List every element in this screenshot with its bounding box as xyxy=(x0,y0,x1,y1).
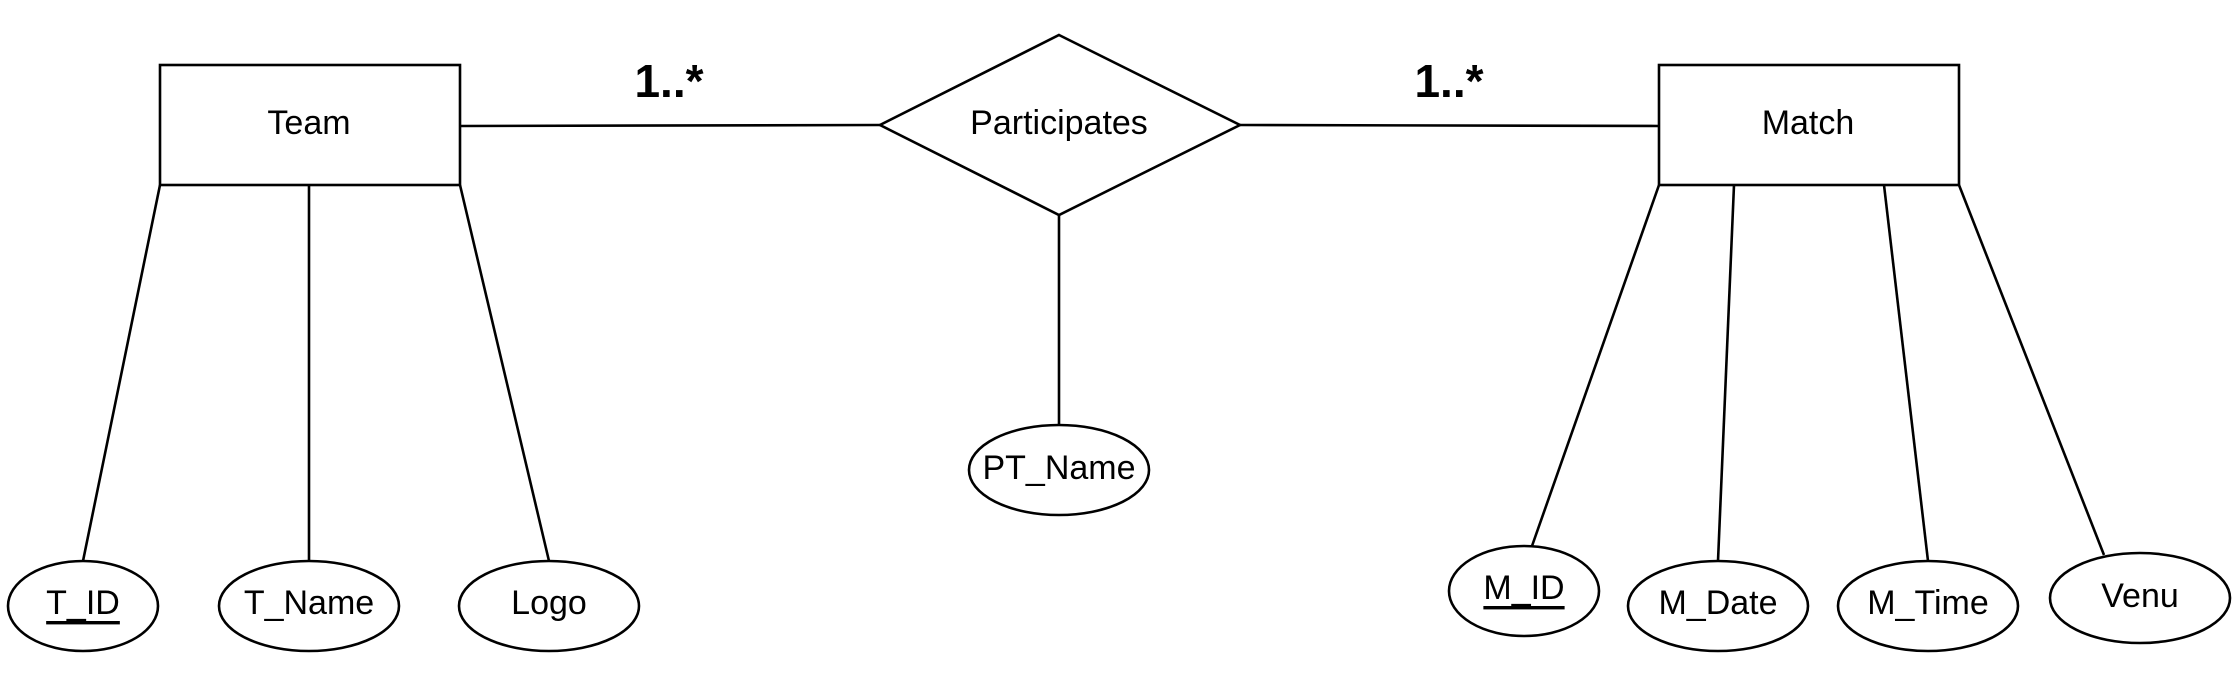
attribute-t-name-label: T_Name xyxy=(244,584,374,622)
line-participates-match xyxy=(1239,123,1660,128)
entity-match-box xyxy=(1657,63,1961,187)
line-match-m-time xyxy=(1882,184,1930,562)
line-match-venu xyxy=(1957,184,2106,556)
relationship-participates[interactable]: Participates xyxy=(877,33,1243,217)
attribute-t-name[interactable]: T_Name xyxy=(217,559,401,653)
attribute-m-date-label: M_Date xyxy=(1658,584,1777,622)
attribute-venu-ellipse xyxy=(2048,551,2232,645)
line-team-participates xyxy=(459,123,881,128)
attribute-t-id[interactable]: T_ID xyxy=(6,559,160,653)
attribute-t-name-ellipse xyxy=(217,559,401,653)
relationship-diamond xyxy=(877,33,1243,217)
attribute-logo-ellipse xyxy=(457,559,641,653)
attribute-t-id-ellipse xyxy=(6,559,160,653)
connectors xyxy=(81,123,2106,562)
entity-team-box xyxy=(158,63,462,187)
attribute-m-id-label: M_ID xyxy=(1483,569,1564,607)
relationship-label: Participates xyxy=(970,104,1148,142)
attribute-m-id-ellipse xyxy=(1447,544,1601,638)
line-team-logo xyxy=(458,184,551,562)
attribute-m-date[interactable]: M_Date xyxy=(1626,559,1810,653)
attribute-venu-label: Venu xyxy=(2101,577,2179,615)
attribute-logo-label: Logo xyxy=(511,584,587,622)
attribute-pt-name[interactable]: PT_Name xyxy=(967,423,1151,517)
attribute-m-time-label: M_Time xyxy=(1867,584,1989,622)
attribute-pt-name-ellipse xyxy=(967,423,1151,517)
line-match-m-id xyxy=(1530,184,1661,547)
attribute-m-time-ellipse xyxy=(1836,559,2020,653)
attribute-m-date-ellipse xyxy=(1626,559,1810,653)
attribute-logo[interactable]: Logo xyxy=(457,559,641,653)
cardinality-match-side: 1..* xyxy=(1414,55,1483,107)
attribute-m-id[interactable]: M_ID xyxy=(1447,544,1601,638)
cardinality-team-side: 1..* xyxy=(634,55,703,107)
entity-match-label: Match xyxy=(1762,104,1855,142)
attribute-m-time[interactable]: M_Time xyxy=(1836,559,2020,653)
line-team-t-id xyxy=(81,184,162,562)
line-match-m-date xyxy=(1716,184,1736,562)
entity-team[interactable]: Team xyxy=(158,63,462,187)
entity-team-label: Team xyxy=(267,104,350,142)
attribute-venu[interactable]: Venu xyxy=(2048,551,2232,645)
entity-match[interactable]: Match xyxy=(1657,63,1961,187)
attribute-pt-name-label: PT_Name xyxy=(982,449,1135,487)
attribute-t-id-label: T_ID xyxy=(46,584,120,622)
